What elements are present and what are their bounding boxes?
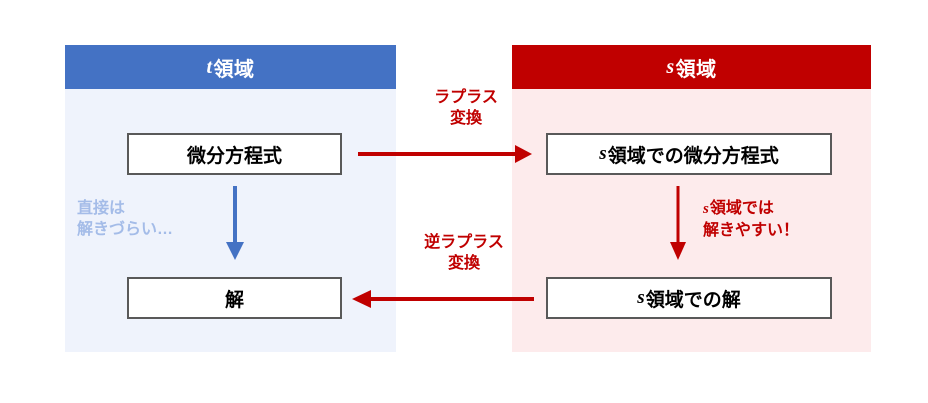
- node-differential-equation: 微分方程式: [127, 133, 342, 175]
- t-domain-header-variable: t: [206, 55, 213, 78]
- t-domain-down-arrow-icon: [226, 186, 244, 260]
- s-domain-header-label: 領域: [675, 58, 717, 81]
- easy-to-solve-note-text: 領域では 解きやすい！: [703, 200, 800, 239]
- node-s-solution-label: 領域での解: [645, 289, 741, 311]
- laplace-transform-label: ラプラス 変換: [434, 89, 498, 128]
- laplace-transform-arrow-icon: [358, 145, 532, 163]
- inverse-laplace-transform-arrow-icon: [352, 290, 534, 308]
- inverse-laplace-transform-label: 逆ラプラス 変換: [424, 234, 504, 273]
- node-differential-equation-label: 微分方程式: [186, 145, 282, 167]
- node-s-differential-equation-label: 領域での微分方程式: [607, 145, 779, 167]
- node-s-solution-variable: s: [637, 287, 645, 308]
- node-solution: 解: [127, 277, 342, 319]
- hard-to-solve-directly-note: 直接は 解きづらい…: [77, 200, 174, 239]
- s-domain-down-arrow-icon: [670, 186, 686, 260]
- s-domain-header-variable: s: [666, 55, 675, 78]
- easy-to-solve-note-variable: s: [703, 201, 709, 217]
- t-domain-header-label: 領域: [213, 58, 255, 81]
- node-solution-label: 解: [224, 289, 244, 311]
- easy-to-solve-in-s-domain-note: s領域では 解きやすい！: [703, 198, 863, 241]
- node-s-differential-equation-variable: s: [599, 143, 607, 164]
